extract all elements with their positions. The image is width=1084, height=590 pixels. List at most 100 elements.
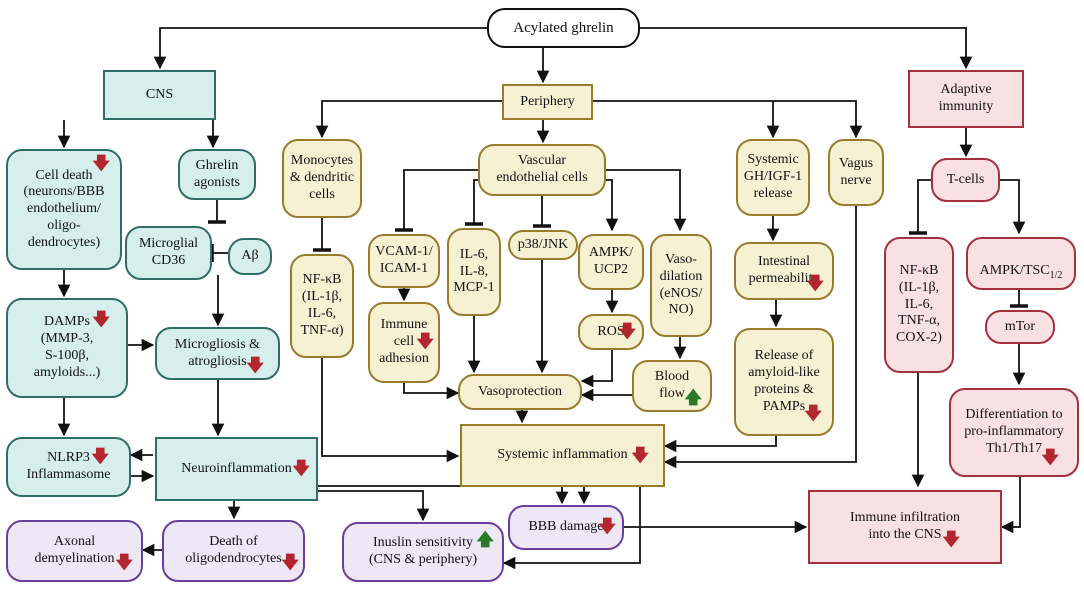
- edge-vasc-vcam: [395, 169, 478, 232]
- differentiation-node: Differentiation to pro-inflammatory Th1/…: [949, 388, 1079, 477]
- nlrp3-label: NLRP3 Inflammasome: [26, 450, 111, 482]
- il6-node: IL-6, IL-8, MCP-1: [447, 228, 501, 316]
- monocytes-label: Monocytes & dendritic cells: [289, 153, 355, 202]
- tcells-node: T-cells: [931, 158, 1000, 202]
- decrease-arrow-icon: 🡇: [92, 154, 110, 174]
- acylated-ghrelin-label: Acylated ghrelin: [513, 20, 614, 36]
- p38-node: p38/JNK: [508, 230, 578, 260]
- microgliosis-label: Microgliosis & atrogliosis: [174, 336, 261, 369]
- abeta-label: Aβ: [241, 248, 259, 264]
- cns-label: CNS: [145, 86, 174, 102]
- axonal-demyelination-node: Axonal demyelination 🡇: [6, 520, 143, 582]
- decrease-arrow-icon: 🡇: [631, 446, 649, 466]
- ampk-tsc-subscript: 1/2: [1049, 269, 1063, 281]
- ros-label: ROS: [597, 323, 625, 339]
- edge-diff-infiltration: [1000, 477, 1021, 534]
- systemic-gh-node: Systemic GH/IGF-1 release: [736, 139, 810, 216]
- edge-vasc-il6: [465, 179, 483, 226]
- edge-tcells-nfkb: [909, 179, 931, 235]
- nfkb-right-label: NF-κB (IL-1β, IL-6, TNF-α, COX-2): [896, 263, 942, 346]
- vagus-nerve-label: Vagus nerve: [838, 155, 874, 188]
- edge-root-cns: [153, 27, 487, 70]
- axonal-demyelination-label: Axonal demyelination: [34, 534, 115, 566]
- damps-label: DAMPs (MMP-3, S-100β, amyloids...): [33, 314, 101, 380]
- nfkb-left-node: NF-κB (IL-1β, IL-6, TNF-α): [290, 254, 354, 358]
- decrease-arrow-icon: 🡇: [115, 553, 133, 573]
- blood-flow-label: Blood flow: [654, 369, 690, 401]
- release-amyloid-node: Release of amyloid-like proteins & PAMPs…: [734, 328, 834, 436]
- release-amyloid-label: Release of amyloid-like proteins & PAMPs: [748, 348, 820, 414]
- edge-neuro-bbb: [318, 485, 591, 505]
- edge-periphery-bus: [315, 100, 502, 139]
- ghrelin-agonists-label: Ghrelin agonists: [194, 157, 240, 190]
- immune-infiltration-node: Immune infiltration into the CNS 🡇: [808, 490, 1002, 564]
- neuroinflammation-label: Neuroinflammation: [181, 460, 292, 476]
- bbb-damage-label: BBB damage: [528, 519, 604, 535]
- immune-infiltration-label: Immune infiltration into the CNS: [849, 510, 961, 542]
- increase-arrow-icon: 🡅: [476, 530, 494, 550]
- ros-node: ROS 🡇: [578, 314, 644, 350]
- differentiation-label: Differentiation to pro-inflammatory Th1/…: [964, 407, 1064, 456]
- periphery-node: Periphery: [502, 84, 593, 120]
- decrease-arrow-icon: 🡇: [942, 530, 960, 550]
- abeta-node: Aβ: [228, 238, 272, 275]
- edge-root-adaptive: [640, 27, 973, 70]
- vasodilation-label: Vaso- dilation (eNOS/ NO): [659, 251, 703, 318]
- edge-systemic-insulin: [502, 487, 641, 570]
- adaptive-immunity-node: Adaptive immunity: [908, 70, 1024, 128]
- tcells-label: T-cells: [946, 171, 985, 187]
- mtor-node: mTor: [985, 310, 1055, 344]
- vasoprotection-node: Vasoprotection: [458, 374, 582, 410]
- cell-death-node: Cell death (neurons/BBB endothelium/ oli…: [6, 149, 122, 270]
- ampk-tsc-node: AMPK/TSC1/2: [966, 237, 1076, 290]
- vasodilation-node: Vaso- dilation (eNOS/ NO): [650, 234, 712, 337]
- systemic-inflammation-label: Systemic inflammation: [497, 447, 628, 463]
- bbb-damage-node: BBB damage 🡇: [508, 505, 624, 550]
- decrease-arrow-icon: 🡇: [806, 274, 824, 294]
- decrease-arrow-icon: 🡇: [1041, 448, 1059, 468]
- edge-tcells-ampk: [1000, 179, 1026, 235]
- immune-adhesion-node: Immune cell adhesion 🡇: [368, 302, 440, 383]
- edge-vasc-vasodil: [606, 169, 687, 232]
- systemic-inflammation-node: Systemic inflammation 🡇: [460, 424, 665, 487]
- nfkb-left-label: NF-κB (IL-1β, IL-6, TNF-α): [300, 272, 344, 338]
- ampk-ucp2-label: AMPK/ UCP2: [588, 245, 634, 277]
- damps-node: DAMPs (MMP-3, S-100β, amyloids...) 🡇: [6, 298, 128, 398]
- vascular-endothelial-node: Vascular endothelial cells: [478, 144, 606, 196]
- neuroinflammation-node: Neuroinflammation 🡇: [155, 437, 318, 501]
- microgliosis-node: Microgliosis & atrogliosis 🡇: [155, 327, 280, 380]
- ampk-ucp2-node: AMPK/ UCP2: [578, 234, 644, 290]
- ampk-tsc-main: AMPK/TSC: [979, 262, 1050, 278]
- edge-neuro-insulin: [318, 490, 430, 522]
- edge-periphery-vagus: [593, 100, 863, 139]
- intestinal-node: Intestinal permeability 🡇: [734, 242, 834, 300]
- p38-label: p38/JNK: [517, 236, 569, 252]
- ampk-tsc-label: AMPK/TSC1/2: [980, 246, 1063, 282]
- edge-immune-vaso: [403, 383, 460, 400]
- il6-label: IL-6, IL-8, MCP-1: [453, 246, 495, 296]
- ghrelin-agonists-node: Ghrelin agonists: [178, 149, 256, 200]
- decrease-arrow-icon: 🡇: [292, 459, 310, 479]
- immune-adhesion-label: Immune cell adhesion: [379, 317, 429, 366]
- edge-vagus-systemic: [663, 206, 857, 469]
- decrease-arrow-icon: 🡇: [91, 447, 109, 467]
- vascular-endothelial-label: Vascular endothelial cells: [496, 153, 588, 185]
- periphery-label: Periphery: [520, 93, 575, 109]
- vagus-nerve-node: Vagus nerve: [828, 139, 884, 206]
- oligo-death-node: Death of oligodendrocytes 🡇: [162, 520, 305, 582]
- vasoprotection-label: Vasoprotection: [478, 383, 562, 399]
- vcam-node: VCAM-1/ ICAM-1: [368, 234, 440, 288]
- decrease-arrow-icon: 🡇: [598, 517, 616, 537]
- edge-nfkb-systemic: [321, 358, 460, 463]
- intestinal-label: Intestinal permeability: [748, 254, 820, 286]
- adaptive-immunity-label: Adaptive immunity: [938, 82, 994, 114]
- decrease-arrow-icon: 🡇: [416, 332, 434, 352]
- nlrp3-node: NLRP3 Inflammasome 🡇: [6, 437, 131, 497]
- blood-flow-node: Blood flow 🡅: [632, 360, 712, 412]
- insulin-sensitivity-node: Inuslin sensitivity (CNS & periphery) 🡅: [342, 522, 504, 582]
- systemic-gh-label: Systemic GH/IGF-1 release: [743, 152, 803, 201]
- decrease-arrow-icon: 🡇: [618, 322, 636, 342]
- cns-node: CNS: [103, 70, 216, 120]
- edge-release-systemic: [663, 436, 777, 453]
- decrease-arrow-icon: 🡇: [246, 356, 264, 376]
